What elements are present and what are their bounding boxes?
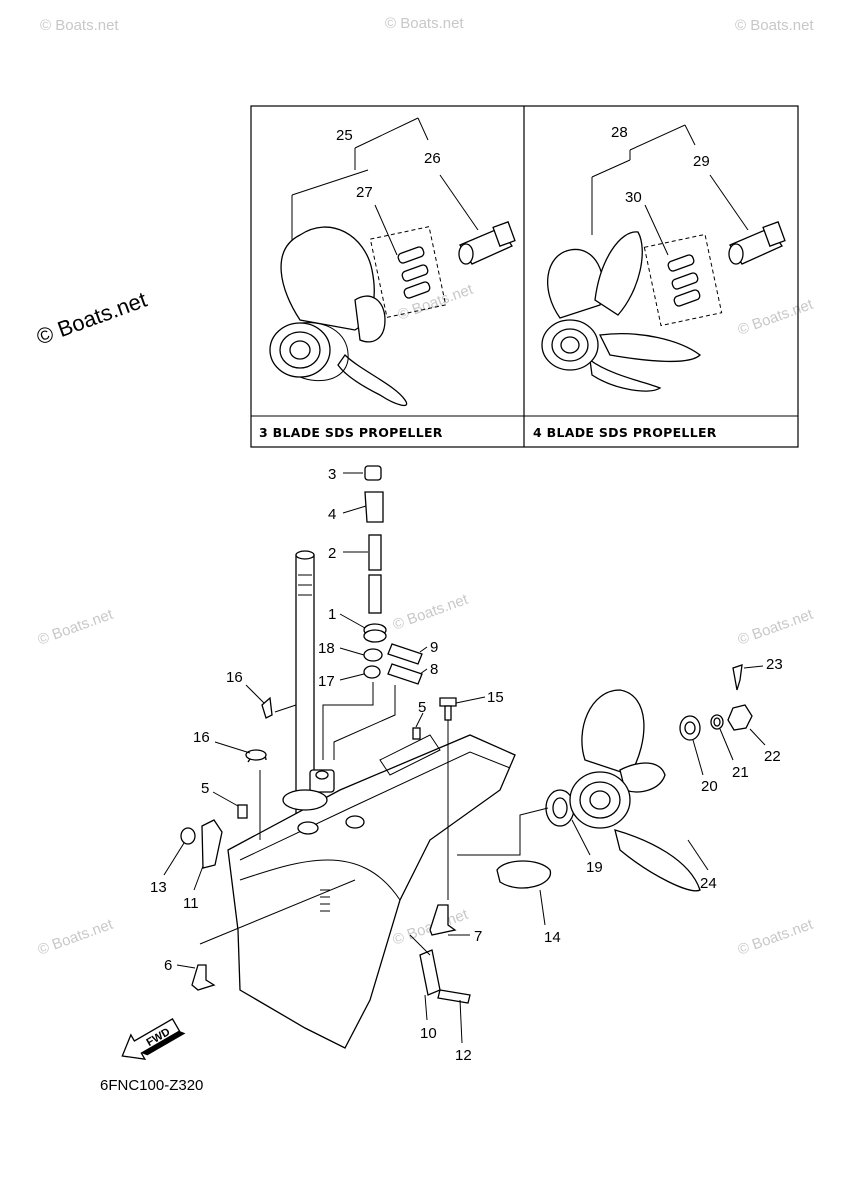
- left-side-parts: [180, 696, 421, 991]
- callout-11: 11: [183, 895, 199, 912]
- part-16a: [261, 696, 273, 719]
- callout-10: 10: [420, 1025, 437, 1042]
- callout-16-upper: 16: [226, 669, 243, 686]
- callout-8: 8: [430, 661, 438, 678]
- propeller-inset-box: [250, 105, 799, 448]
- watermark: © Boats.net: [385, 15, 464, 32]
- callout-1: 1: [328, 606, 336, 623]
- callout-19: 19: [586, 859, 603, 876]
- callout-2: 2: [328, 545, 336, 562]
- callout-17: 17: [318, 673, 335, 690]
- part-2-upper: [368, 534, 382, 571]
- callout-21: 21: [732, 764, 749, 781]
- part-13: [180, 827, 196, 845]
- part-14: [496, 860, 551, 889]
- main-leaders: [163, 472, 766, 1044]
- four-blade-propeller: [541, 231, 701, 392]
- watermark: © Boats.net: [391, 591, 471, 634]
- callout-4: 4: [328, 506, 336, 523]
- watermark: © Boats.net: [735, 17, 814, 34]
- callout-5-lower: 5: [201, 780, 209, 797]
- part-7: [429, 904, 457, 936]
- part-15-head: [439, 697, 457, 707]
- callout-6: 6: [164, 957, 172, 974]
- part-4: [364, 491, 384, 523]
- right-side-parts: [419, 697, 575, 1004]
- panel2-leaders: [591, 124, 749, 256]
- watermark: © Boats.net: [40, 17, 119, 34]
- callout-14: 14: [544, 929, 561, 946]
- callout-24: 24: [700, 875, 717, 892]
- watermark: © Boats.net: [736, 606, 816, 649]
- part-3: [364, 465, 382, 481]
- part-17: [363, 665, 381, 679]
- part-2-lower: [368, 574, 382, 614]
- main-propeller-24: [569, 689, 701, 892]
- callout-3: 3: [328, 466, 336, 483]
- three-blade-caption: 3 BLADE SDS PROPELLER: [259, 425, 443, 440]
- part-22: [727, 704, 753, 731]
- watermark: © Boats.net: [736, 296, 816, 339]
- callout-18: 18: [318, 640, 335, 657]
- grommets: [387, 643, 423, 685]
- watermark: © Boats.net: [36, 606, 116, 649]
- panel1-leaders: [291, 117, 479, 256]
- lower-case: [227, 734, 516, 1049]
- callout-22: 22: [764, 748, 781, 765]
- callout-7: 7: [474, 928, 482, 945]
- callout-25: 25: [336, 127, 353, 144]
- part-8: [387, 663, 423, 685]
- bushing-kit-30: [643, 233, 723, 327]
- callout-30: 30: [625, 189, 642, 206]
- part-9: [387, 643, 423, 665]
- part-11: [201, 819, 223, 869]
- four-blade-propeller-panel: 28 29 30 4 BLADE SDS PROPELLER: [533, 124, 786, 440]
- three-blade-propeller: [269, 226, 408, 407]
- main-callouts: 3 4 2 1 18 17 9 8 15 5 16 16 5 13 11 6 7…: [150, 466, 783, 1064]
- part-12: [437, 989, 471, 1004]
- hub-29: [728, 221, 786, 265]
- water-tube-stack: [363, 465, 387, 679]
- four-blade-caption: 4 BLADE SDS PROPELLER: [533, 425, 717, 440]
- watermark-main: © Boats.net: [33, 287, 150, 350]
- callout-20: 20: [701, 778, 718, 795]
- part-5a: [237, 804, 248, 819]
- hub-26: [458, 221, 516, 265]
- watermark: © Boats.net: [36, 916, 116, 959]
- callout-15: 15: [487, 689, 504, 706]
- callout-5-upper: 5: [418, 699, 426, 716]
- part-18: [363, 648, 383, 662]
- callout-16-lower: 16: [193, 729, 210, 746]
- part-23: [732, 664, 743, 691]
- part-5b: [412, 727, 421, 740]
- watermark: © Boats.net: [396, 281, 476, 324]
- bushing-kit-27: [369, 226, 447, 318]
- callout-27: 27: [356, 184, 373, 201]
- callout-12: 12: [455, 1047, 472, 1064]
- diagram-code: 6FNC100-Z320: [100, 1077, 203, 1094]
- callout-23: 23: [766, 656, 783, 673]
- propeller-hardware: [679, 664, 753, 741]
- part-6: [191, 964, 216, 991]
- callout-29: 29: [693, 153, 710, 170]
- three-blade-propeller-panel: 25 26 27 3 BLADE SDS PROPELLER: [259, 117, 516, 440]
- callout-13: 13: [150, 879, 167, 896]
- part-10: [419, 949, 441, 996]
- callout-26: 26: [424, 150, 441, 167]
- callout-9: 9: [430, 639, 438, 656]
- fwd-arrow: FWD: [121, 1018, 186, 1060]
- part-15: [444, 705, 452, 721]
- callout-28: 28: [611, 124, 628, 141]
- watermark: © Boats.net: [736, 916, 816, 959]
